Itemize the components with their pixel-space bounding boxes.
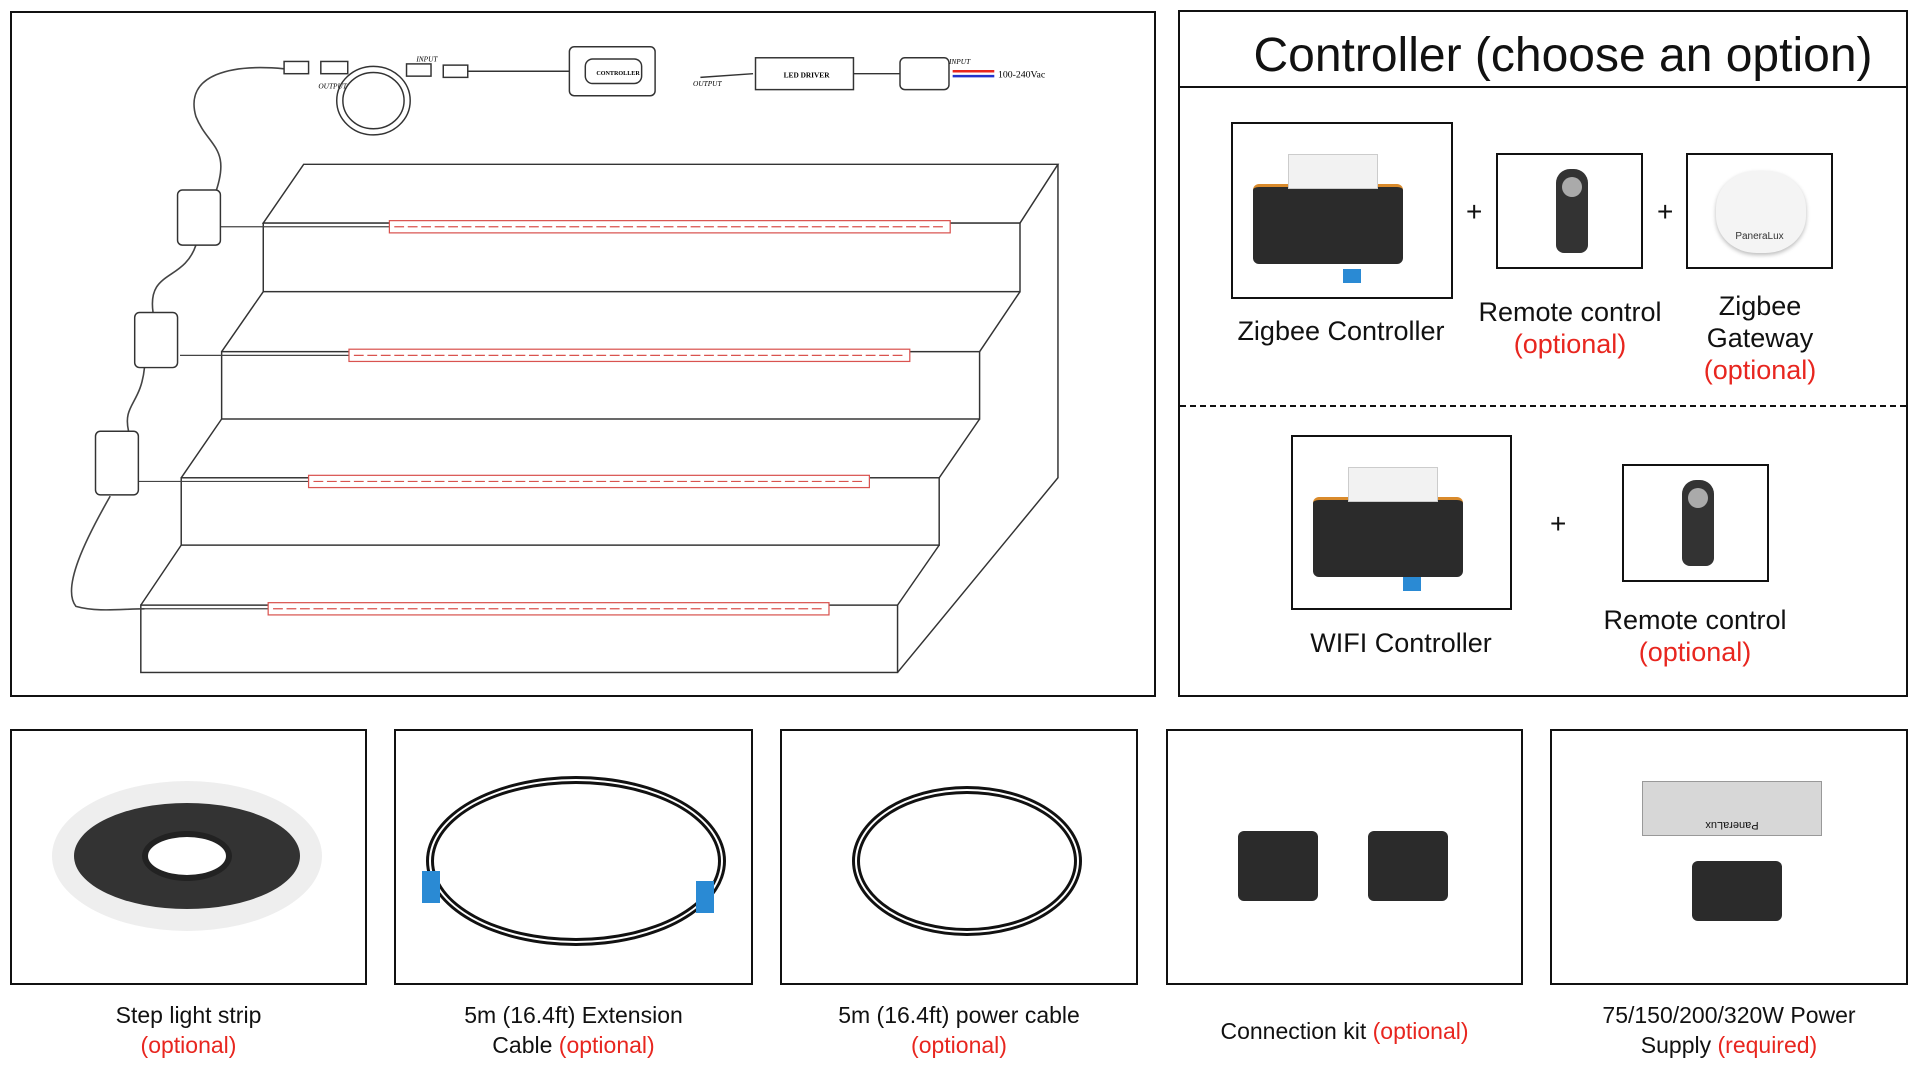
remote-control-image xyxy=(1622,464,1769,582)
product-label-power-cable: 5m (16.4ft) power cable(optional) xyxy=(838,1002,1080,1058)
svg-text:100-240Vac: 100-240Vac xyxy=(998,69,1046,80)
product-label-connection-kit: Connection kit (optional) xyxy=(1220,1018,1469,1044)
panel-title: Controller (choose an option) xyxy=(1253,29,1873,82)
zigbee-controller-label: Zigbee Controller xyxy=(1237,316,1445,346)
plus-sign: + xyxy=(1550,508,1567,539)
extension-cable-image xyxy=(394,729,753,985)
plus-sign: + xyxy=(1657,196,1674,227)
connection-kit-image xyxy=(1166,729,1523,985)
junction-boxes xyxy=(94,189,222,496)
title-divider xyxy=(1180,86,1906,88)
coiled-extension-cable xyxy=(336,65,411,136)
step-light-strip-image xyxy=(10,729,367,985)
option-divider xyxy=(1180,405,1906,407)
wifi-controller-image xyxy=(1291,435,1512,610)
input-connector xyxy=(899,57,950,91)
product-label-step-light-strip: Step light strip(optional) xyxy=(115,1002,262,1058)
remote-control-image xyxy=(1496,153,1643,269)
zigbee-controller-image xyxy=(1231,122,1453,299)
power-supply-image: PaneraLux xyxy=(1550,729,1908,985)
remote-label: Remote control(optional) xyxy=(1478,297,1662,359)
wifi-controller-label: WIFI Controller xyxy=(1310,628,1492,658)
remote-label: Remote control(optional) xyxy=(1603,605,1787,667)
svg-text:LED DRIVER: LED DRIVER xyxy=(784,70,831,79)
staircase xyxy=(140,163,1060,674)
power-cable-image xyxy=(780,729,1138,985)
trunk-cable xyxy=(70,66,285,611)
connector xyxy=(283,60,310,75)
svg-text:OUTPUT: OUTPUT xyxy=(318,81,347,90)
plus-sign: + xyxy=(1466,196,1483,227)
led-driver-box xyxy=(754,57,855,91)
connector xyxy=(320,60,349,75)
svg-text:CONTROLLER: CONTROLLER xyxy=(596,71,640,77)
svg-text:OUTPUT: OUTPUT xyxy=(693,79,722,88)
svg-text:INPUT: INPUT xyxy=(415,54,438,63)
svg-text:INPUT: INPUT xyxy=(948,57,971,66)
zigbee-gateway-image: PaneraLux xyxy=(1686,153,1833,269)
